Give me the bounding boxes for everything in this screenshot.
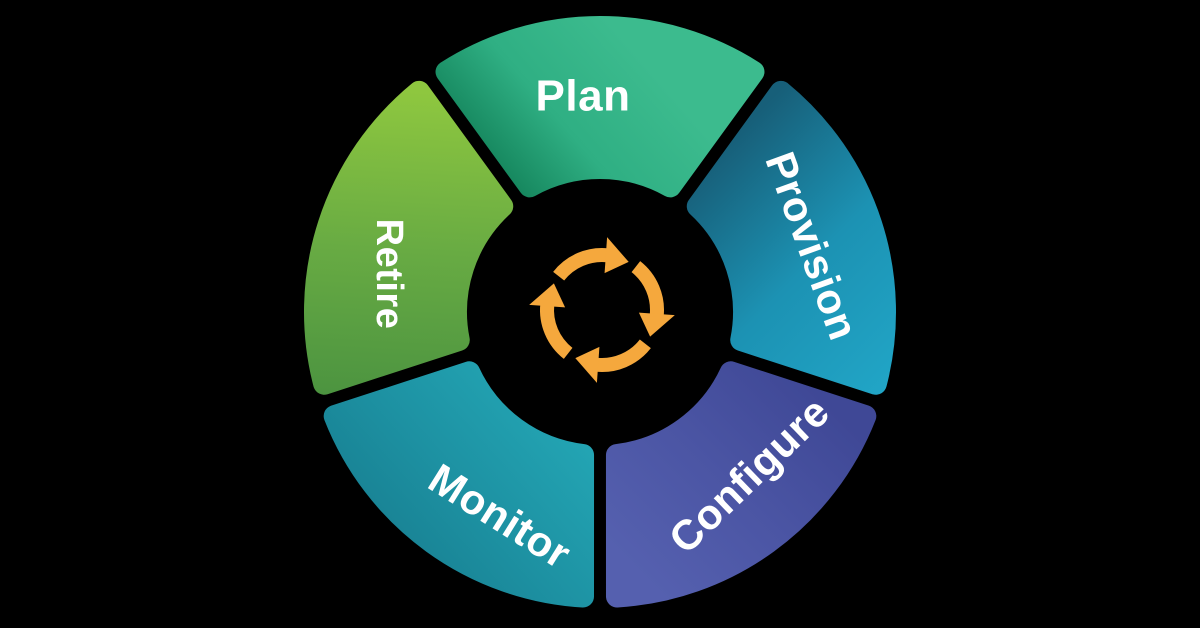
cycle-arrow (575, 339, 651, 383)
cycle-arrow (631, 261, 675, 337)
segment-retire: Retire (304, 80, 514, 395)
segment-plan-shape (435, 16, 765, 198)
segment-configure: Configure (605, 361, 877, 608)
cycle-arrows-icon (529, 237, 675, 383)
segment-plan-label: Plan (536, 72, 631, 121)
cycle-arrow (553, 237, 629, 281)
segment-retire-label: Retire (368, 219, 410, 330)
cycle-arrow (529, 283, 573, 359)
segment-monitor: Monitor (323, 361, 595, 608)
segment-provision-shape (686, 80, 896, 395)
segment-retire-shape (304, 80, 514, 395)
segment-monitor-shape (323, 361, 595, 608)
segment-plan: Plan (435, 16, 765, 198)
segment-configure-shape (605, 361, 877, 608)
segment-provision: Provision (686, 80, 896, 395)
